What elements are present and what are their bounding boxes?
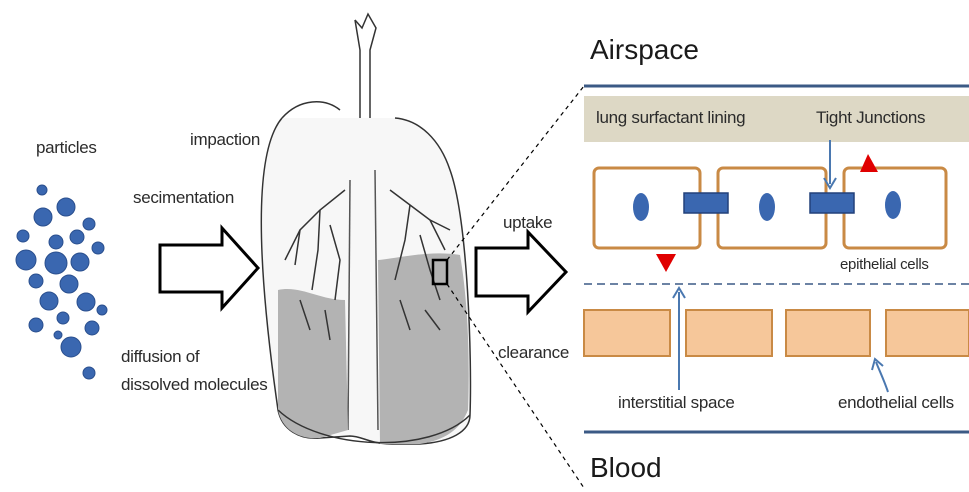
particle xyxy=(49,235,63,249)
particle-marker-down xyxy=(656,254,676,272)
particle xyxy=(57,312,69,324)
clearance-label: clearance xyxy=(498,343,569,363)
uptake-arrow xyxy=(476,232,566,312)
endothelial-cells-label: endothelial cells xyxy=(838,393,954,413)
cell-nucleus xyxy=(759,193,775,221)
tight-junction xyxy=(810,193,854,213)
particle xyxy=(83,367,95,379)
surfactant-label: lung surfactant lining xyxy=(596,108,745,128)
particle xyxy=(77,293,95,311)
endothelial-cell xyxy=(886,310,969,356)
particle xyxy=(83,218,95,230)
particle xyxy=(57,198,75,216)
particles-cluster xyxy=(16,185,107,379)
cell-nucleus xyxy=(633,193,649,221)
particle xyxy=(97,305,107,315)
particle xyxy=(16,250,36,270)
epithelial-cells-label: epithelial cells xyxy=(840,256,929,273)
cell-nucleus xyxy=(885,191,901,219)
blood-label: Blood xyxy=(590,452,662,484)
tight-junctions-label: Tight Junctions xyxy=(816,108,925,128)
airspace-label: Airspace xyxy=(590,34,699,66)
particle xyxy=(45,252,67,274)
particle xyxy=(29,318,43,332)
deposition-arrow xyxy=(160,228,258,308)
impaction-label: impaction xyxy=(190,130,260,150)
uptake-label: uptake xyxy=(503,213,552,233)
particle xyxy=(29,274,43,288)
particle xyxy=(85,321,99,335)
zoom-line-top xyxy=(447,86,584,260)
particle xyxy=(54,331,62,339)
particle xyxy=(92,242,104,254)
particle xyxy=(17,230,29,242)
particle-marker-up xyxy=(860,154,878,172)
particle xyxy=(37,185,47,195)
particles-label: particles xyxy=(36,138,97,158)
particle xyxy=(70,230,84,244)
particle xyxy=(40,292,58,310)
interstitial-space-label: interstitial space xyxy=(618,393,735,413)
tight-junction xyxy=(684,193,728,213)
endothelial-cell xyxy=(786,310,870,356)
sedimentation-label: secimentation xyxy=(133,188,234,208)
diffusion-label-line1: diffusion of xyxy=(121,347,199,367)
particle xyxy=(60,275,78,293)
particle xyxy=(61,337,81,357)
particle xyxy=(34,208,52,226)
diffusion-label-line2: dissolved molecules xyxy=(121,375,267,395)
particle xyxy=(71,253,89,271)
endothelial-cell xyxy=(584,310,670,356)
endothelial-pointer xyxy=(876,362,888,392)
endothelial-cell xyxy=(686,310,772,356)
lungs-illustration xyxy=(261,14,470,444)
